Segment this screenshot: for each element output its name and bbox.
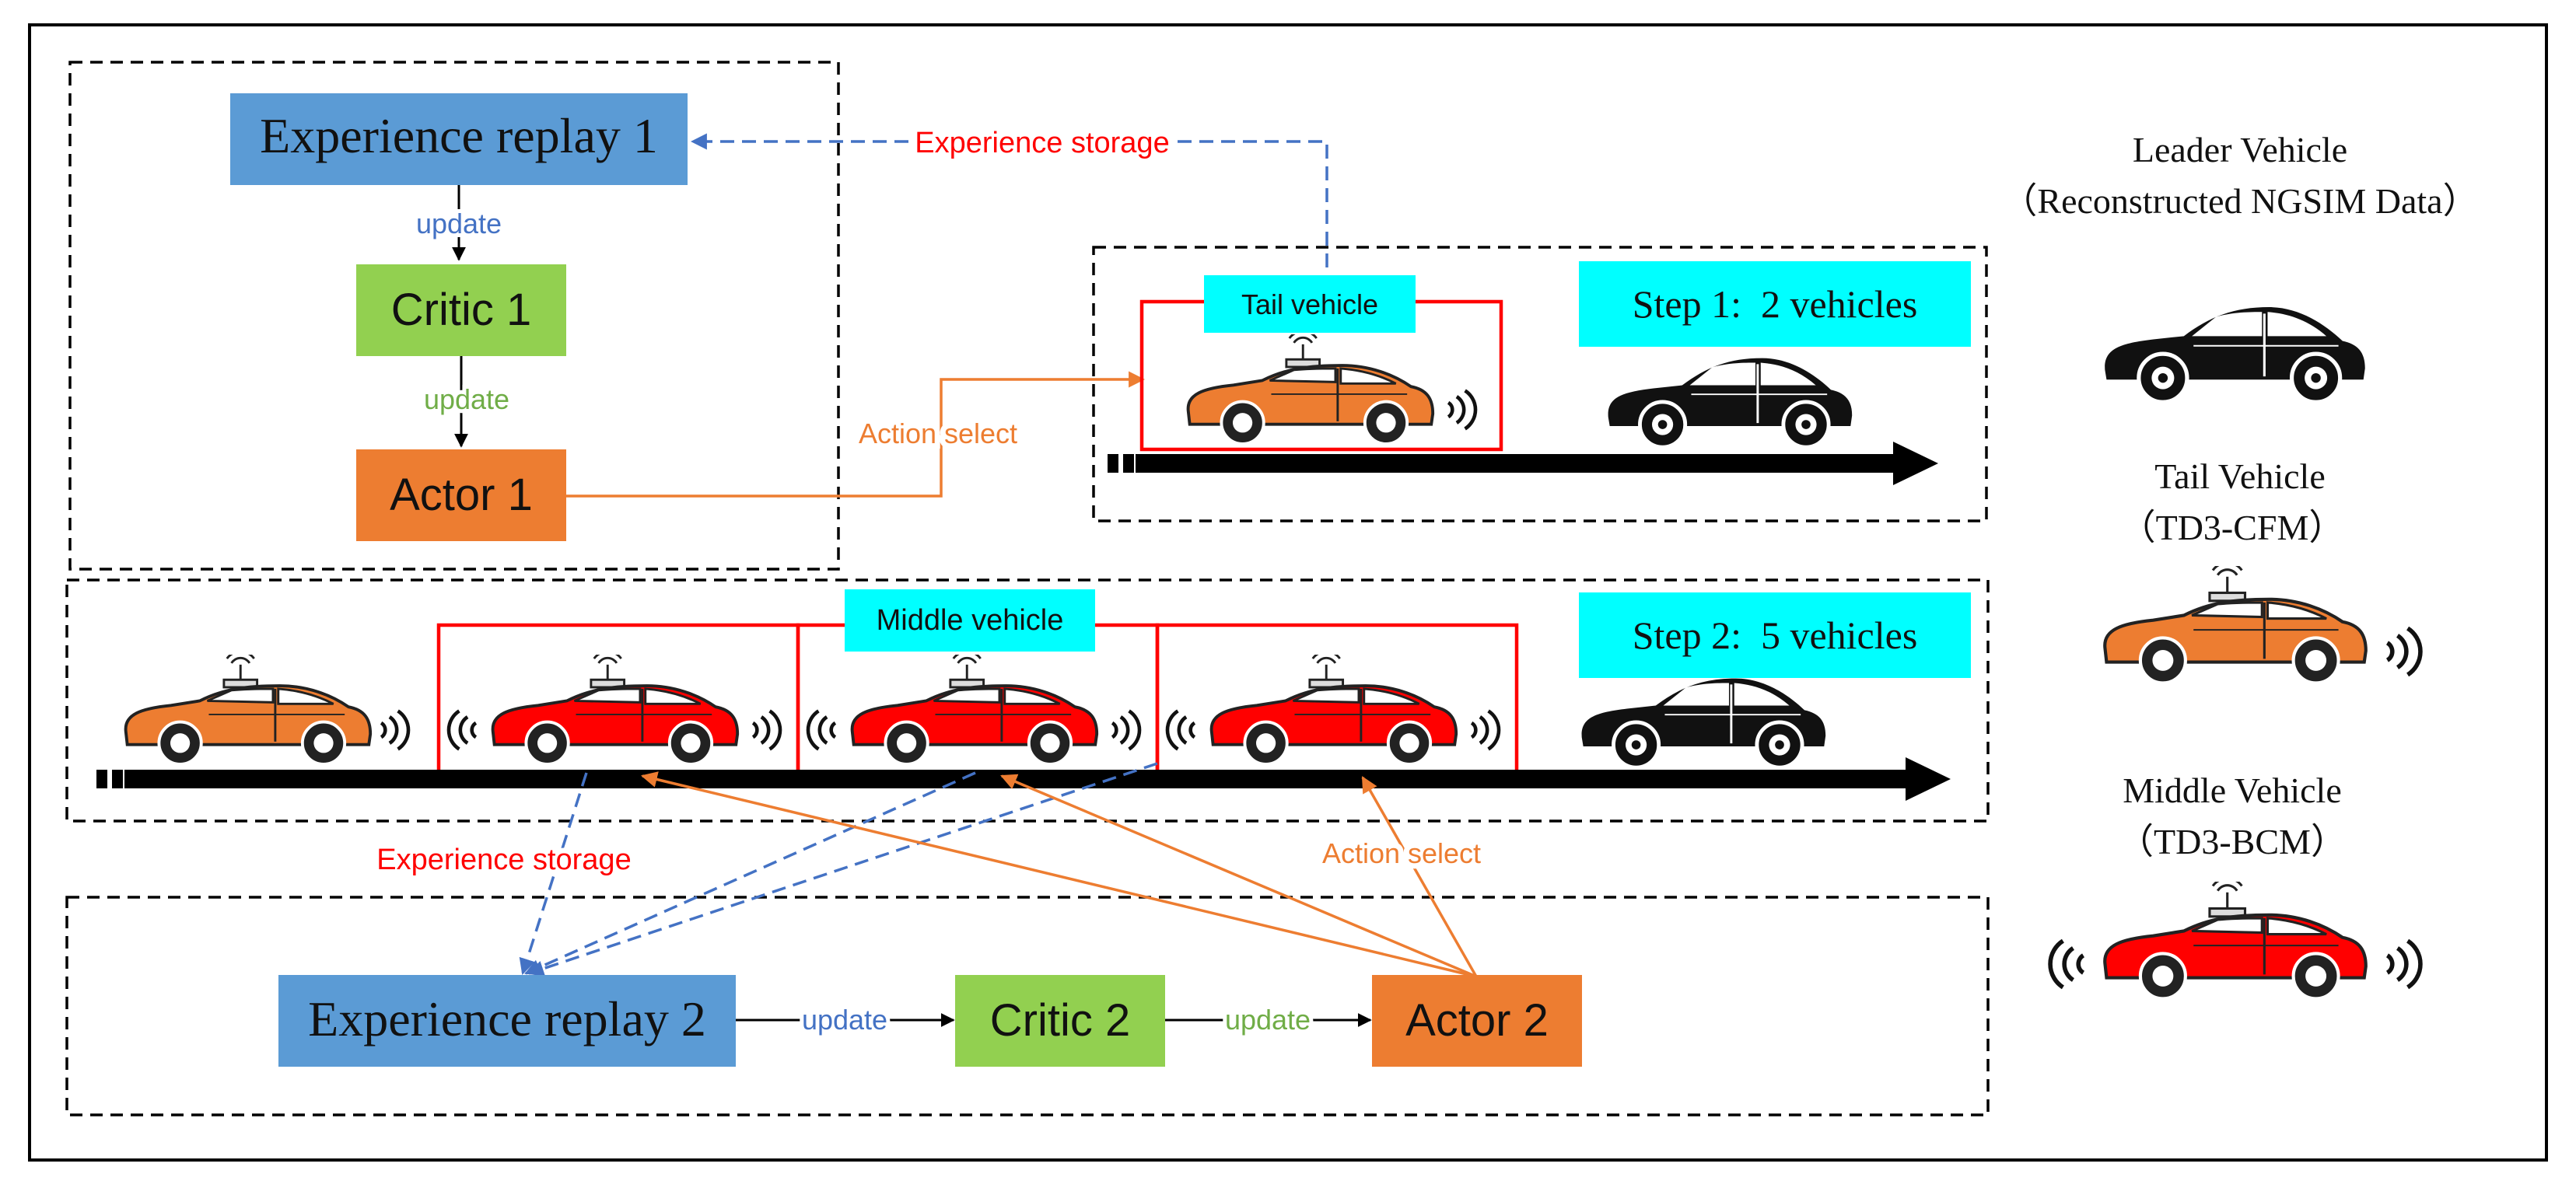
legend-middle-title: Middle Vehicle bbox=[2123, 770, 2341, 810]
middle-vehicle-tag-label: Middle vehicle bbox=[877, 604, 1064, 637]
actor-2-label: Actor 2 bbox=[1405, 995, 1549, 1046]
tail-vehicle-tag-box bbox=[1204, 275, 1416, 333]
legend-tail-title: Tail Vehicle bbox=[2154, 456, 2325, 496]
step2-middle2-signal-left-icon bbox=[808, 711, 835, 749]
tail-vehicle-tag-label: Tail vehicle bbox=[1241, 288, 1378, 320]
bottom-action-arrow-2 bbox=[1000, 774, 1477, 978]
step2-middle2-signal-right-icon bbox=[1112, 711, 1139, 749]
step2-middle1-signal-left-icon bbox=[449, 711, 476, 749]
middle-vehicle-tag-box bbox=[845, 589, 1095, 652]
critic-2-label: Critic 2 bbox=[990, 995, 1130, 1046]
step1-road bbox=[1108, 442, 1938, 485]
group2-dashed-box bbox=[65, 896, 1990, 1116]
legend-tail-taxi-icon bbox=[2105, 563, 2366, 683]
experience-replay-2-label: Experience replay 2 bbox=[308, 991, 706, 1046]
g2-update-label-blue: update bbox=[802, 1004, 887, 1036]
top-experience-storage-label: Experience storage bbox=[915, 127, 1169, 159]
actor-1-box bbox=[356, 449, 566, 541]
step1-label: Step 1: 2 vehicles bbox=[1633, 282, 1918, 326]
critic-1-label: Critic 1 bbox=[391, 285, 531, 335]
g1-update-label-green: update bbox=[424, 383, 509, 415]
step2-tail-signal-icon bbox=[381, 711, 408, 749]
step1-leader-car-icon bbox=[1608, 358, 1853, 448]
bottom-storage-arrow-1 bbox=[519, 772, 588, 976]
bottom-action-arrow-1 bbox=[640, 771, 1477, 978]
step2-tail-taxi-icon bbox=[124, 655, 373, 766]
legend-leader-car-icon bbox=[2105, 307, 2365, 402]
legend-tail-signal-icon bbox=[2387, 628, 2420, 675]
step2-middle1-taxi-icon bbox=[491, 655, 740, 766]
critic-2-box bbox=[955, 975, 1165, 1067]
group1-dashed-box bbox=[68, 61, 840, 571]
legend-leader-subtitle: （Reconstructed NGSIM Data） bbox=[2001, 181, 2478, 221]
step2-label: Step 2: 5 vehicles bbox=[1633, 613, 1918, 657]
bottom-action-arrow-3 bbox=[1361, 776, 1478, 977]
step2-middle3-signal-left-icon bbox=[1167, 711, 1195, 749]
step2-dashed-box bbox=[65, 578, 1990, 823]
legend-tail-subtitle: （TD3-CFM） bbox=[2120, 508, 2345, 547]
g2-update-label-green: update bbox=[1225, 1004, 1311, 1036]
top-experience-storage-arrow bbox=[690, 133, 1328, 289]
actor-1-label: Actor 1 bbox=[390, 470, 533, 520]
legend-middle-signal-right-icon bbox=[2387, 941, 2420, 987]
step1-cyan-label-box bbox=[1579, 261, 1971, 347]
experience-replay-2-box bbox=[278, 975, 736, 1067]
bottom-storage-arrow-2 bbox=[524, 771, 976, 975]
bottom-experience-storage-label: Experience storage bbox=[376, 844, 631, 876]
actor-2-box bbox=[1372, 975, 1582, 1067]
legend-leader-title: Leader Vehicle bbox=[2133, 130, 2347, 169]
top-action-select-arrow bbox=[566, 371, 1146, 498]
g1-update-label-blue: update bbox=[416, 208, 502, 239]
legend-middle-taxi-icon bbox=[2105, 879, 2366, 999]
step1-tail-signal-icon bbox=[1448, 390, 1475, 428]
top-action-select-label: Action select bbox=[859, 418, 1017, 449]
outer-frame bbox=[28, 23, 2548, 1162]
experience-replay-1-box bbox=[230, 93, 688, 185]
step2-cyan-label-box bbox=[1579, 592, 1971, 678]
step2-middle3-taxi-icon bbox=[1209, 655, 1458, 766]
legend-middle-subtitle: （TD3-BCM） bbox=[2118, 822, 2347, 861]
step1-dashed-box bbox=[1092, 246, 1988, 522]
step2-middle2-taxi-icon bbox=[850, 655, 1099, 766]
legend-middle-signal-left-icon bbox=[2050, 941, 2083, 987]
step2-leader-car-icon bbox=[1582, 679, 1826, 768]
step1-tail-taxi-icon bbox=[1186, 334, 1435, 445]
step2-middle3-signal-right-icon bbox=[1472, 711, 1499, 749]
step2-road bbox=[96, 757, 1951, 801]
bottom-action-select-label: Action select bbox=[1322, 837, 1481, 869]
critic-1-box bbox=[356, 264, 566, 356]
step2-middle1-signal-right-icon bbox=[753, 711, 780, 749]
experience-replay-1-label: Experience replay 1 bbox=[260, 108, 658, 163]
